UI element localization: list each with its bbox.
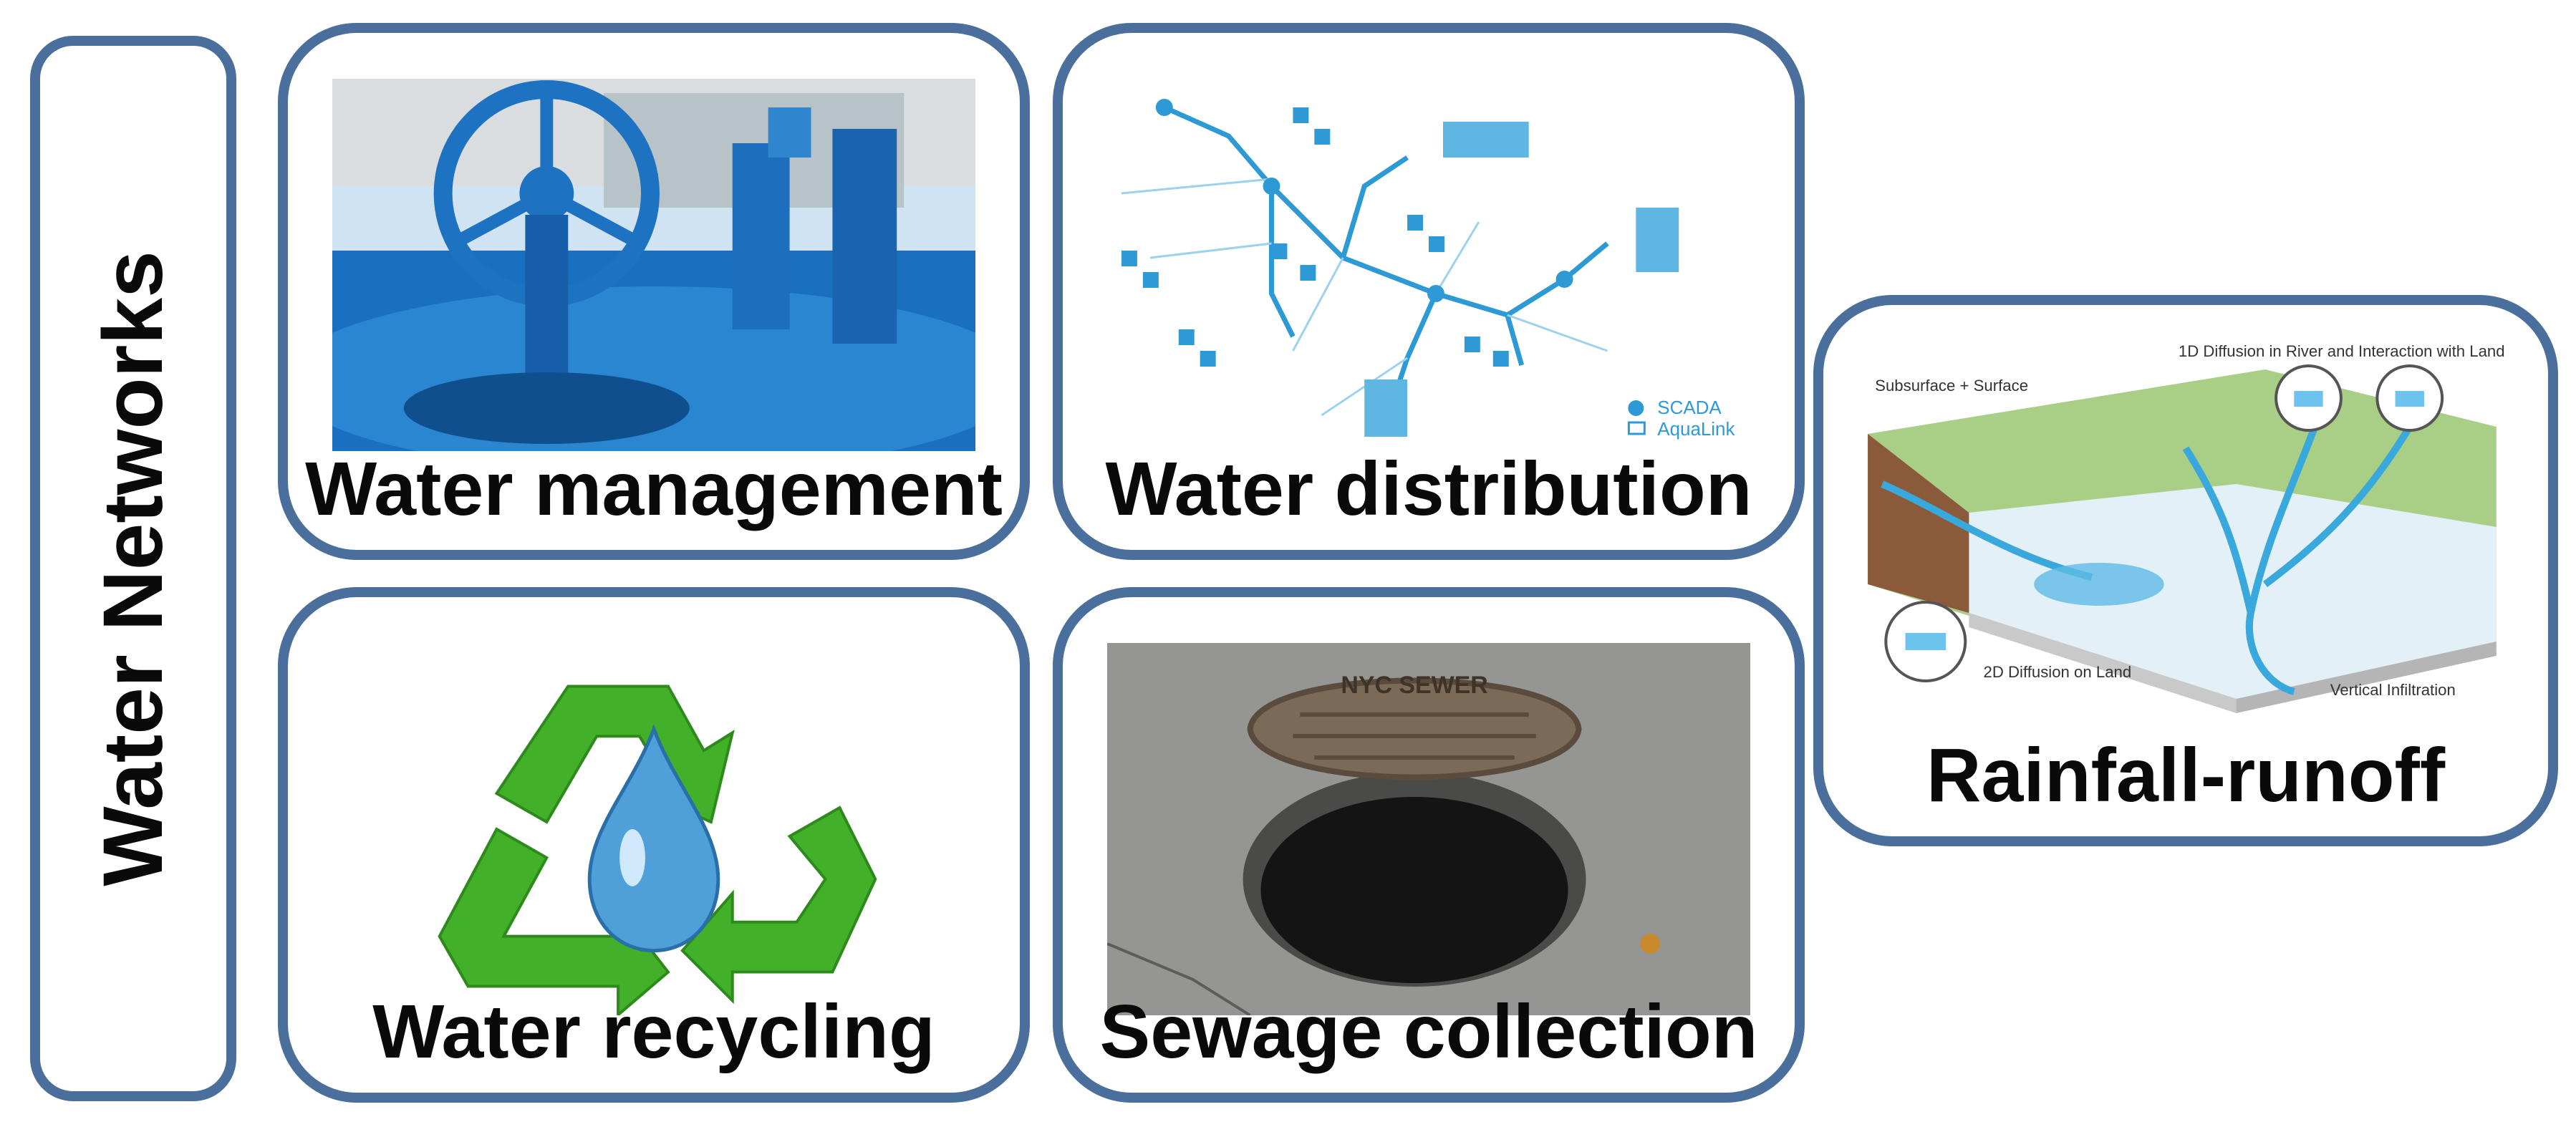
- water-management-caption: Water management: [305, 447, 1003, 531]
- rainfall-runoff-caption: Rainfall-runoff: [1926, 733, 2446, 818]
- water-recycling-caption: Water recycling: [372, 990, 935, 1074]
- sewage-collection-image: NYC SEWER: [1107, 643, 1750, 1015]
- subsurface-surface-label: Subsurface + Surface: [1875, 377, 2028, 395]
- water-distribution-image: SCADA AquaLink: [1107, 79, 1750, 451]
- land-diffusion-label: 2D Diffusion on Land: [1984, 663, 2132, 681]
- vertical-infiltration-label: Vertical Infiltration: [2330, 681, 2456, 699]
- scada-legend-label: SCADA: [1657, 397, 1722, 418]
- water-recycling-image: [332, 643, 975, 1015]
- rainfall-runoff-image: Subsurface + Surface 1D Diffusion in Riv…: [1861, 341, 2511, 713]
- sewage-collection-card: NYC SEWER Sewage collection: [1053, 587, 1805, 1103]
- water-management-card: Water management: [278, 23, 1030, 560]
- water-management-image: [332, 79, 975, 451]
- aqualink-legend-label: AquaLink: [1657, 418, 1735, 440]
- rainfall-runoff-card: Subsurface + Surface 1D Diffusion in Riv…: [1813, 295, 2558, 846]
- water-recycling-card: Water recycling: [278, 587, 1030, 1103]
- water-distribution-card: SCADA AquaLink Water distribution: [1053, 23, 1805, 560]
- sewage-collection-caption: Sewage collection: [1099, 990, 1758, 1074]
- water-networks-panel: Water Networks: [30, 36, 236, 1101]
- river-diffusion-label: 1D Diffusion in River and Interaction wi…: [2179, 342, 2505, 360]
- water-networks-title: Water Networks: [86, 251, 180, 886]
- sewer-cover-text: NYC SEWER: [1341, 672, 1487, 699]
- water-distribution-caption: Water distribution: [1105, 447, 1752, 531]
